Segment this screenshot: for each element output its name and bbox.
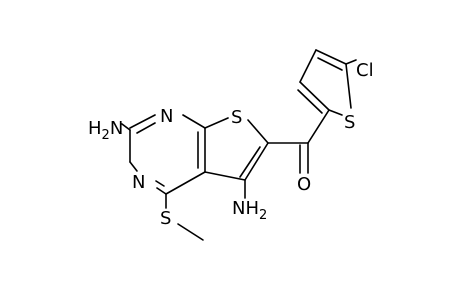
bond-carbonyl-c2p	[307, 109, 330, 144]
bond-c5p-s	[345, 63, 352, 109]
atom-label-nh2-bottom: NH2	[232, 198, 267, 223]
bond-c4-n1-inner	[155, 180, 165, 187]
bond-c4p-c5p-inner	[317, 57, 343, 71]
atom-label-cl: Cl	[356, 60, 374, 81]
atom-labels: H2N N N S S NH2 O S Cl	[88, 60, 374, 229]
bond-c6-c5	[244, 142, 269, 181]
atom-label-n1: N	[132, 172, 145, 193]
bond-c2p-c3p	[299, 81, 330, 111]
bond-c2p-c3p-inner	[297, 89, 323, 114]
atom-label-s-thieno: S	[231, 107, 242, 128]
bond-c4p-c5p	[315, 49, 347, 65]
bond-c2-n3-inner	[136, 122, 156, 134]
bond-c2-n3	[129, 114, 156, 129]
bond-n1-c2	[129, 161, 138, 172]
atom-label-nh2-left: H2N	[88, 118, 123, 143]
bond-c4-n1	[156, 187, 167, 195]
bond-c5p-cl	[345, 59, 357, 65]
bonds	[121, 49, 357, 241]
atom-label-s-thiophene: S	[344, 112, 355, 133]
bond-s-c6	[247, 119, 269, 144]
bond-n3-c7a	[182, 114, 206, 129]
bond-c5-c4a	[204, 171, 246, 181]
bond-c3p-c4p	[299, 49, 317, 83]
bond-c4a-c4	[165, 171, 206, 195]
atom-label-o: O	[297, 174, 311, 195]
atom-label-n3: N	[160, 106, 173, 127]
bond-c2-nh2	[121, 123, 131, 131]
bond-c7a-s	[204, 117, 229, 129]
bond-s-ch3	[177, 223, 204, 241]
bond-c6-c5-inner	[239, 146, 261, 178]
atom-label-s-methylthio: S	[160, 208, 171, 229]
bond-s-c2p	[328, 109, 343, 116]
